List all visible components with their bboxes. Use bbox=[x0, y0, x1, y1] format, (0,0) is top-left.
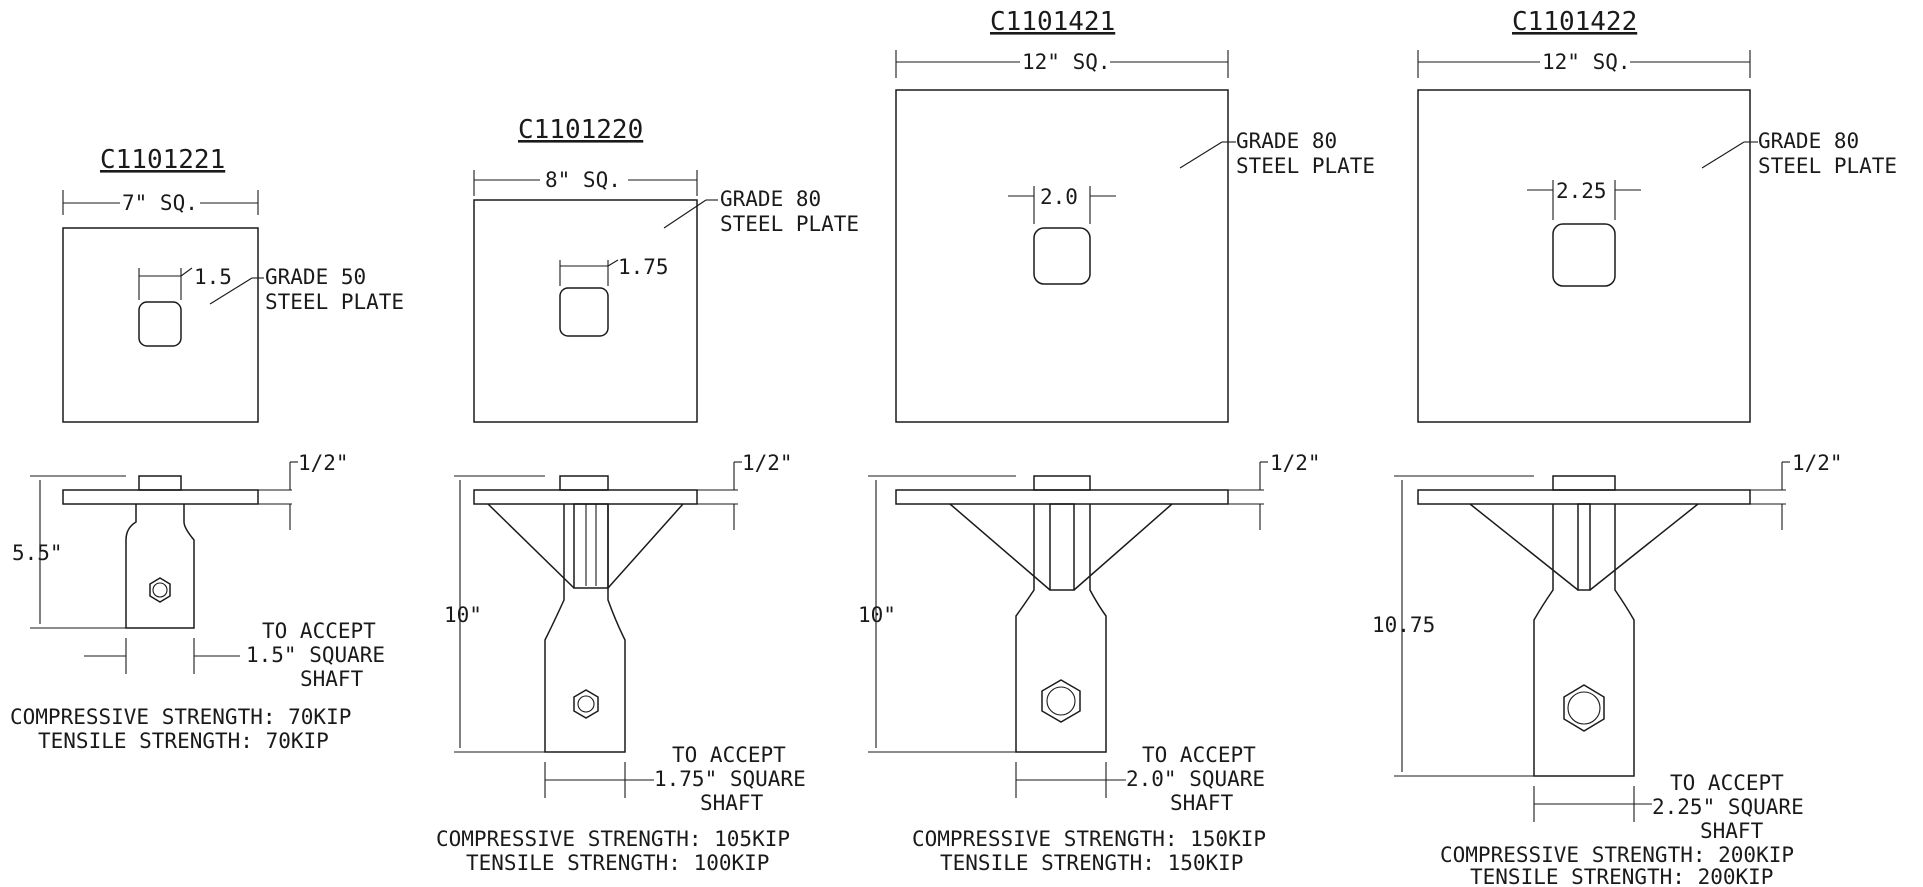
accept-line-3: SHAFT bbox=[700, 791, 764, 815]
accept-line-1: TO ACCEPT bbox=[672, 743, 786, 767]
shaft-hole bbox=[1033, 227, 1091, 285]
shaft-slot bbox=[1577, 503, 1591, 591]
plate-side-view bbox=[895, 489, 1229, 505]
part-number: C1101422 bbox=[1512, 7, 1637, 37]
plate-c1101422: C1101422 12" SQ. 2.25 GRADE 80 STEEL PLA… bbox=[1372, 7, 1897, 887]
gusset-left bbox=[1469, 503, 1579, 591]
compressive-strength: COMPRESSIVE STRENGTH: 200KIP bbox=[1440, 843, 1794, 867]
thickness-label: 1/2" bbox=[1270, 451, 1321, 475]
accept-line-2: 2.25" SQUARE bbox=[1652, 795, 1804, 819]
part-number: C1101220 bbox=[518, 115, 643, 145]
shaft-hole bbox=[559, 287, 609, 337]
shaft-top bbox=[1033, 475, 1091, 491]
sleeve-side-view bbox=[544, 504, 626, 753]
plate-side-view bbox=[1417, 489, 1751, 505]
sleeve-side-view bbox=[1015, 504, 1107, 753]
shaft-slot bbox=[1049, 503, 1075, 591]
width-dimension-label: 8" SQ. bbox=[545, 168, 621, 192]
material-line-2: STEEL PLATE bbox=[720, 212, 859, 236]
shaft-top bbox=[1552, 475, 1616, 491]
gusset-right bbox=[1589, 503, 1699, 591]
shaft-top bbox=[559, 475, 609, 491]
height-label: 5.5" bbox=[12, 541, 63, 565]
plate-c1101421: C1101421 12" SQ. 2.0 GRADE 80 STEEL PLAT… bbox=[858, 7, 1375, 875]
thickness-label: 1/2" bbox=[1792, 451, 1843, 475]
gusset-left bbox=[949, 503, 1051, 591]
accept-line-3: SHAFT bbox=[1700, 819, 1764, 843]
part-number: C1101221 bbox=[100, 145, 225, 175]
plate-side-view bbox=[473, 489, 698, 505]
shaft-hole bbox=[138, 301, 182, 347]
hole-dimension-label: 2.25 bbox=[1556, 179, 1607, 203]
part-number: C1101421 bbox=[990, 7, 1115, 37]
height-label: 10" bbox=[858, 603, 896, 627]
accept-line-1: TO ACCEPT bbox=[1670, 771, 1784, 795]
hole-dimension-label: 1.5 bbox=[194, 265, 232, 289]
plate-top-view bbox=[895, 89, 1229, 423]
material-line-1: GRADE 80 bbox=[1758, 129, 1859, 153]
tensile-strength: TENSILE STRENGTH: 150KIP bbox=[940, 851, 1243, 875]
accept-line-2: 2.0" SQUARE bbox=[1126, 767, 1265, 791]
plate-top-view bbox=[1417, 89, 1751, 423]
width-dimension-label: 12" SQ. bbox=[1542, 50, 1631, 74]
accept-line-2: 1.5" SQUARE bbox=[246, 643, 385, 667]
thickness-label: 1/2" bbox=[742, 451, 793, 475]
plate-top-view bbox=[473, 199, 698, 423]
accept-line-1: TO ACCEPT bbox=[262, 619, 376, 643]
plate-top-view bbox=[62, 227, 259, 423]
plate-c1101220: C1101220 8" SQ. 1.75 GRADE 80 STEEL PLAT… bbox=[436, 115, 859, 875]
plate-side-view bbox=[62, 489, 259, 505]
gusset-left bbox=[487, 503, 575, 589]
sleeve-side-view bbox=[1533, 504, 1635, 777]
bolt-hex-icon bbox=[149, 577, 171, 603]
accept-line-3: SHAFT bbox=[300, 667, 364, 691]
material-line-1: GRADE 80 bbox=[1236, 129, 1337, 153]
width-dimension-label: 7" SQ. bbox=[122, 191, 198, 215]
accept-line-3: SHAFT bbox=[1170, 791, 1234, 815]
compressive-strength: COMPRESSIVE STRENGTH: 70KIP bbox=[10, 705, 351, 729]
tensile-strength: TENSILE STRENGTH: 70KIP bbox=[38, 729, 329, 753]
material-line-1: GRADE 50 bbox=[265, 265, 366, 289]
thickness-label: 1/2" bbox=[298, 451, 349, 475]
height-label: 10" bbox=[444, 603, 482, 627]
shaft-slot bbox=[573, 503, 609, 589]
width-dimension-label: 12" SQ. bbox=[1022, 50, 1111, 74]
shaft-hole bbox=[1552, 223, 1616, 287]
bolt-hex-icon bbox=[1041, 679, 1081, 723]
tensile-strength: TENSILE STRENGTH: 200KIP bbox=[1470, 865, 1773, 887]
sleeve-side-view bbox=[125, 504, 195, 629]
material-line-2: STEEL PLATE bbox=[1236, 154, 1375, 178]
shaft-top bbox=[138, 475, 182, 491]
hole-dimension-label: 1.75 bbox=[618, 255, 669, 279]
material-line-1: GRADE 80 bbox=[720, 187, 821, 211]
gusset-right bbox=[1073, 503, 1173, 591]
gusset-right bbox=[607, 503, 684, 589]
hole-dimension-label: 2.0 bbox=[1040, 185, 1078, 209]
compressive-strength: COMPRESSIVE STRENGTH: 150KIP bbox=[912, 827, 1266, 851]
material-line-2: STEEL PLATE bbox=[265, 290, 404, 314]
plate-c1101221: C1101221 7" SQ. 1.5 GRADE 50 STEEL PLATE bbox=[10, 145, 404, 753]
height-label: 10.75 bbox=[1372, 613, 1435, 637]
compressive-strength: COMPRESSIVE STRENGTH: 105KIP bbox=[436, 827, 790, 851]
bolt-hex-icon bbox=[573, 689, 599, 719]
accept-line-2: 1.75" SQUARE bbox=[654, 767, 806, 791]
tensile-strength: TENSILE STRENGTH: 100KIP bbox=[466, 851, 769, 875]
material-line-2: STEEL PLATE bbox=[1758, 154, 1897, 178]
bolt-hex-icon bbox=[1563, 684, 1605, 732]
accept-line-1: TO ACCEPT bbox=[1142, 743, 1256, 767]
